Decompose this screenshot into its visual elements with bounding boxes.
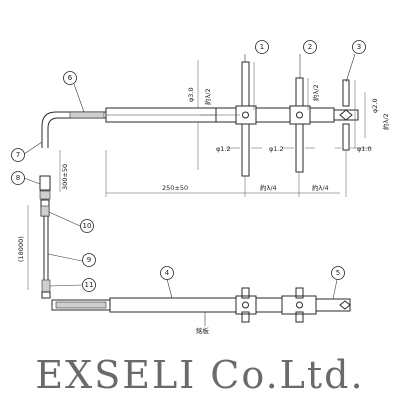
callouts: 1 2 3 4 5 6 7 8 10 9 11 bbox=[11, 40, 366, 300]
svg-text:6: 6 bbox=[68, 74, 73, 82]
svg-text:4: 4 bbox=[165, 269, 170, 277]
dim-phi12-a: φ1.2 bbox=[216, 145, 231, 153]
balloon-4: 4 bbox=[160, 266, 174, 280]
dim-18000: (18000) bbox=[17, 236, 25, 262]
svg-text:7: 7 bbox=[16, 151, 20, 159]
dim-lambda-half-1: 約λ/2 bbox=[203, 88, 212, 105]
dimension-lines bbox=[27, 60, 372, 290]
svg-text:10: 10 bbox=[83, 222, 92, 230]
dim-phi12-b: φ1.2 bbox=[269, 145, 284, 153]
svg-text:3: 3 bbox=[357, 43, 361, 51]
dim-phi30: φ3.0 bbox=[187, 87, 195, 102]
balloon-6: 6 bbox=[63, 71, 77, 85]
balloon-8: 8 bbox=[11, 171, 25, 185]
element-3 bbox=[339, 79, 353, 151]
dim-phi20: φ2.0 bbox=[371, 98, 379, 113]
dim-phi10: φ1.0 bbox=[357, 145, 372, 153]
dim-lambda-half-3: 約λ/2 bbox=[381, 113, 390, 130]
balloon-5: 5 bbox=[331, 266, 345, 280]
balloon-9: 9 bbox=[82, 253, 96, 267]
dim-lambda-quarter-1: 約λ/4 bbox=[260, 183, 277, 192]
balloon-10: 10 bbox=[80, 219, 94, 233]
svg-text:11: 11 bbox=[85, 281, 94, 289]
braid-sleeve bbox=[69, 111, 105, 119]
company-watermark: EXSELI Co.Ltd. bbox=[35, 353, 364, 397]
bent-tube bbox=[41, 111, 106, 148]
dim-lambda-half-2: 約λ/2 bbox=[311, 84, 320, 101]
balloon-11: 11 bbox=[82, 278, 96, 292]
bottom-assembly bbox=[51, 287, 351, 326]
svg-text:9: 9 bbox=[87, 256, 91, 264]
balloon-7: 7 bbox=[11, 148, 25, 162]
dim-250: 250±50 bbox=[162, 184, 188, 192]
dim-lambda-quarter-2: 約λ/4 bbox=[312, 183, 329, 192]
svg-text:2: 2 bbox=[308, 43, 312, 51]
element-2 bbox=[295, 77, 304, 173]
svg-text:5: 5 bbox=[336, 269, 340, 277]
svg-text:1: 1 bbox=[260, 43, 264, 51]
dim-300: 300±50 bbox=[61, 164, 69, 190]
cable-assembly bbox=[39, 175, 51, 299]
svg-text:8: 8 bbox=[16, 174, 20, 182]
balloon-3: 3 bbox=[352, 40, 366, 54]
balloon-2: 2 bbox=[303, 40, 317, 54]
element-1 bbox=[241, 61, 250, 177]
nameplate-label: 銘板 bbox=[196, 326, 210, 335]
balloon-1: 1 bbox=[255, 40, 269, 54]
